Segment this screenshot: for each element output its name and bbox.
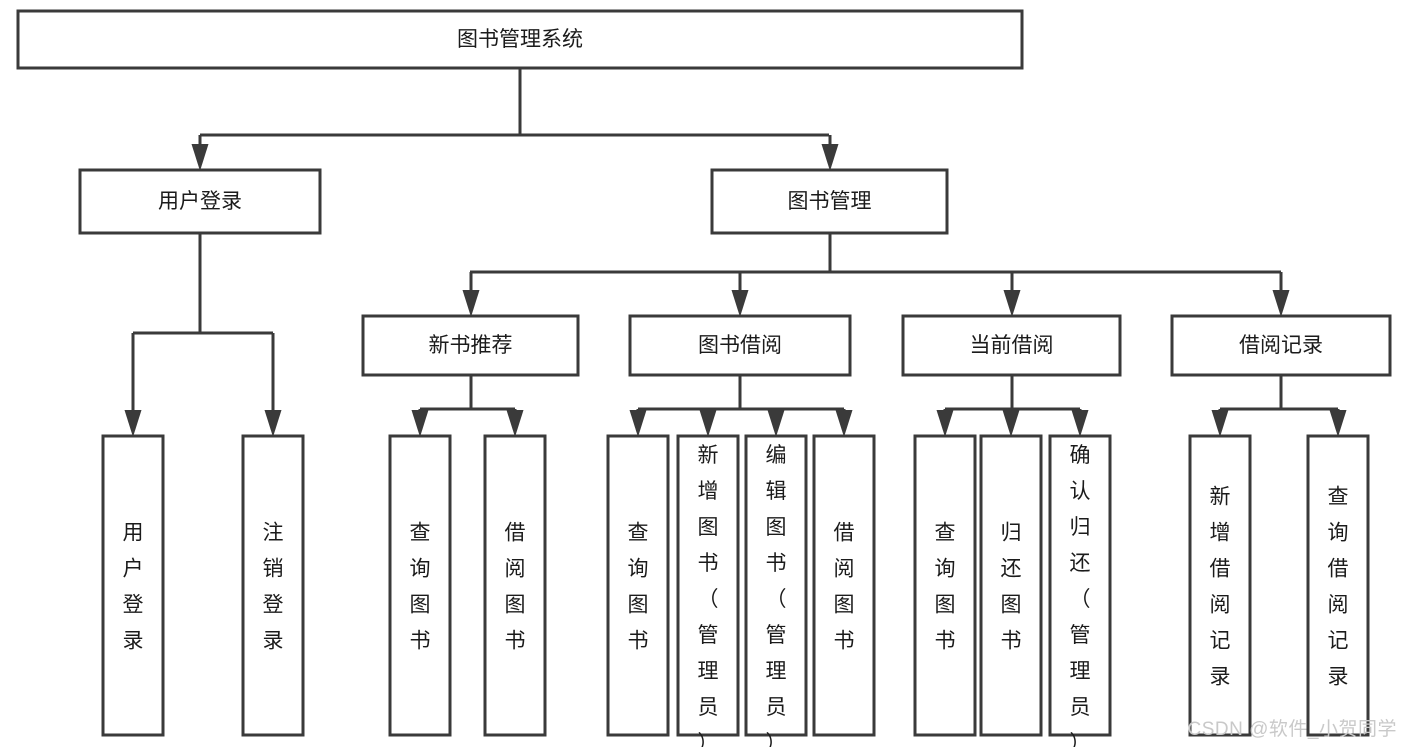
arrow-head-bookmgmt: [821, 144, 839, 171]
arrow-head-current: [1003, 290, 1021, 317]
node-newbook[interactable]: 新书推荐: [361, 314, 580, 377]
node-box-leaf-borrow-book-2[interactable]: [812, 434, 876, 737]
arrow-head-leaf-confirm-return: [1071, 410, 1089, 437]
node-leaf-user-login[interactable]: 用户登录: [101, 434, 165, 737]
node-box-newbook[interactable]: [361, 314, 580, 377]
node-box-leaf-query-record[interactable]: [1306, 434, 1370, 737]
node-leaf-query-book-3[interactable]: 查询图书: [913, 434, 977, 737]
arrow-head-login: [191, 144, 209, 171]
arrow-head-leaf-query-record: [1329, 410, 1347, 437]
arrow-head-leaf-return-book: [1002, 410, 1020, 437]
node-box-root[interactable]: [16, 9, 1024, 70]
arrow-head-newbook: [462, 290, 480, 317]
node-leaf-query-book-1[interactable]: 查询图书: [388, 434, 452, 737]
node-records[interactable]: 借阅记录: [1170, 314, 1392, 377]
node-label-leaf-confirm-return: 确认归还（管理员）: [1070, 444, 1091, 747]
arrow-head-leaf-query-book-3: [936, 410, 954, 437]
node-label-current: 当前借阅: [970, 334, 1054, 357]
node-leaf-edit-book[interactable]: 编辑图书（管理员）: [744, 434, 808, 747]
node-label-leaf-user-login: 用户登录: [123, 522, 144, 653]
node-label-newbook: 新书推荐: [429, 334, 513, 357]
node-root[interactable]: 图书管理系统: [16, 9, 1024, 70]
node-leaf-query-book-2[interactable]: 查询图书: [606, 434, 670, 737]
node-leaf-add-record[interactable]: 新增借阅记录: [1188, 434, 1252, 737]
connectors-layer: [124, 68, 1347, 437]
node-label-leaf-add-record: 新增借阅记录: [1210, 486, 1231, 689]
node-box-bookmgmt[interactable]: [710, 168, 949, 235]
node-box-login[interactable]: [78, 168, 322, 235]
node-box-leaf-edit-book[interactable]: [744, 434, 808, 737]
node-label-leaf-query-book-2: 查询图书: [628, 522, 649, 653]
node-login[interactable]: 用户登录: [78, 168, 322, 235]
node-label-leaf-logout: 注销登录: [263, 522, 284, 653]
node-label-leaf-edit-book: 编辑图书（管理员）: [766, 444, 787, 747]
node-box-leaf-user-login[interactable]: [101, 434, 165, 737]
node-box-current[interactable]: [901, 314, 1122, 377]
node-label-bookmgmt: 图书管理: [788, 190, 872, 213]
node-leaf-return-book[interactable]: 归还图书: [979, 434, 1043, 737]
arrow-head-leaf-add-record: [1211, 410, 1229, 437]
node-label-records: 借阅记录: [1239, 334, 1323, 357]
node-box-leaf-add-book[interactable]: [676, 434, 740, 737]
node-label-leaf-return-book: 归还图书: [1001, 522, 1022, 653]
node-box-leaf-return-book[interactable]: [979, 434, 1043, 737]
arrow-head-leaf-borrow-book-1: [506, 410, 524, 437]
node-bookmgmt[interactable]: 图书管理: [710, 168, 949, 235]
node-label-leaf-query-book-1: 查询图书: [410, 522, 431, 653]
arrow-head-borrow: [731, 290, 749, 317]
arrow-head-leaf-edit-book: [767, 410, 785, 437]
node-label-login: 用户登录: [158, 190, 242, 213]
node-label-leaf-add-book: 新增图书（管理员）: [698, 444, 719, 747]
node-leaf-add-book[interactable]: 新增图书（管理员）: [676, 434, 740, 747]
node-borrow[interactable]: 图书借阅: [628, 314, 852, 377]
node-leaf-query-record[interactable]: 查询借阅记录: [1306, 434, 1370, 737]
nodes-layer: 图书管理系统用户登录图书管理新书推荐图书借阅当前借阅借阅记录用户登录注销登录查询…: [16, 9, 1392, 747]
arrow-head-leaf-user-login: [124, 410, 142, 437]
node-leaf-borrow-book-1[interactable]: 借阅图书: [483, 434, 547, 737]
arrow-head-leaf-borrow-book-2: [835, 410, 853, 437]
node-box-leaf-query-book-1[interactable]: [388, 434, 452, 737]
node-box-borrow[interactable]: [628, 314, 852, 377]
node-box-leaf-confirm-return[interactable]: [1048, 434, 1112, 737]
node-label-leaf-query-record: 查询借阅记录: [1328, 486, 1349, 689]
arrow-head-leaf-query-book-1: [411, 410, 429, 437]
node-leaf-borrow-book-2[interactable]: 借阅图书: [812, 434, 876, 737]
node-label-root: 图书管理系统: [457, 28, 583, 51]
node-leaf-confirm-return[interactable]: 确认归还（管理员）: [1048, 434, 1112, 747]
arrow-head-leaf-add-book: [699, 410, 717, 437]
arrow-head-records: [1272, 290, 1290, 317]
arrow-head-leaf-query-book-2: [629, 410, 647, 437]
node-label-leaf-query-book-3: 查询图书: [935, 522, 956, 653]
node-box-records[interactable]: [1170, 314, 1392, 377]
node-current[interactable]: 当前借阅: [901, 314, 1122, 377]
node-label-borrow: 图书借阅: [698, 334, 782, 357]
node-box-leaf-borrow-book-1[interactable]: [483, 434, 547, 737]
node-box-leaf-logout[interactable]: [241, 434, 305, 737]
node-box-leaf-query-book-2[interactable]: [606, 434, 670, 737]
node-label-leaf-borrow-book-2: 借阅图书: [834, 522, 855, 653]
node-leaf-logout[interactable]: 注销登录: [241, 434, 305, 737]
node-box-leaf-add-record[interactable]: [1188, 434, 1252, 737]
arrow-head-leaf-logout: [264, 410, 282, 437]
node-box-leaf-query-book-3[interactable]: [913, 434, 977, 737]
node-label-leaf-borrow-book-1: 借阅图书: [505, 522, 526, 653]
